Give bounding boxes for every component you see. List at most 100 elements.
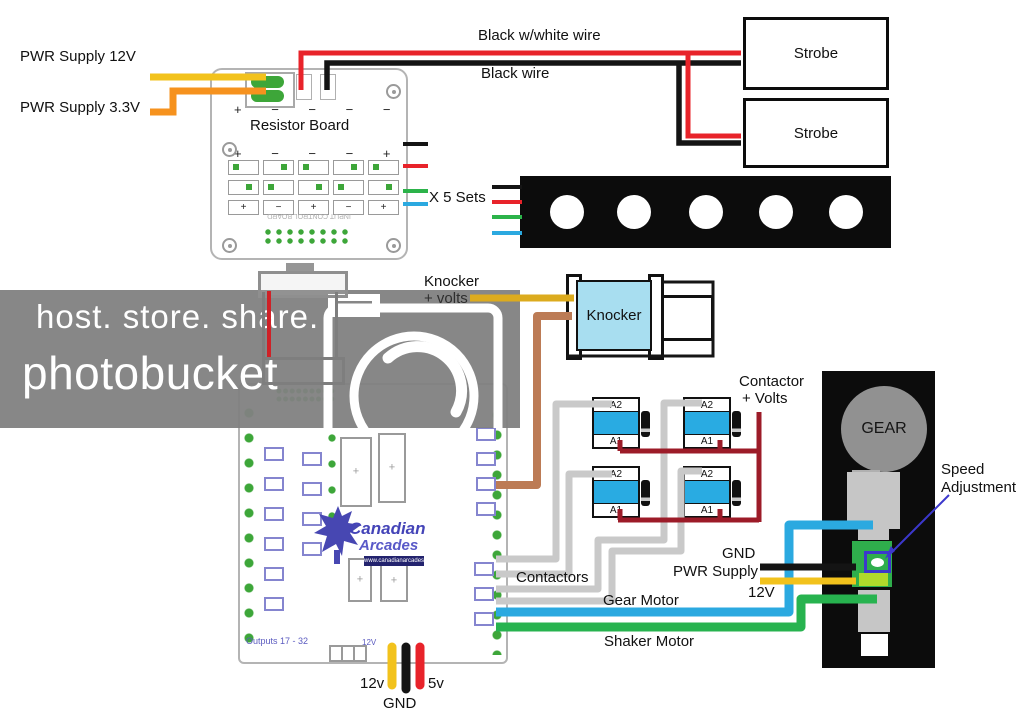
contactor-a1-label: A1 bbox=[594, 435, 638, 447]
led-lamp bbox=[617, 195, 651, 229]
ribbon-side bbox=[335, 292, 338, 358]
resistor-cell bbox=[368, 160, 399, 175]
resistor-cell bbox=[298, 180, 329, 195]
logo-text-line2: Arcades bbox=[359, 537, 419, 554]
led-strip bbox=[520, 176, 891, 248]
screw-hole-icon bbox=[222, 238, 237, 253]
contactor-a2-label: A2 bbox=[594, 399, 638, 411]
resistor-cell bbox=[228, 160, 259, 175]
watermark-brand: photobucket bbox=[22, 347, 279, 399]
knocker-volts-label-line2: + volts bbox=[424, 290, 468, 307]
ic-chip bbox=[340, 437, 372, 507]
ribbon-side bbox=[262, 292, 265, 358]
knocker-label: Knocker bbox=[586, 307, 642, 324]
pwr-pad bbox=[320, 74, 336, 100]
bottom-12v-label: 12v bbox=[360, 675, 385, 692]
resistor-cell: + bbox=[228, 200, 259, 215]
motor-foot bbox=[861, 634, 888, 656]
diode bbox=[641, 480, 650, 506]
x5-sets-label: X 5 Sets bbox=[429, 189, 486, 206]
pwr-pad bbox=[296, 74, 312, 100]
knocker-plunger bbox=[658, 295, 714, 341]
polarity-row-2: + − − − + bbox=[234, 146, 391, 161]
smd-component bbox=[264, 597, 284, 611]
logo-url: www.canadianarcades.com bbox=[364, 556, 438, 566]
screw-hole-icon bbox=[386, 238, 401, 253]
diode bbox=[641, 411, 650, 437]
wire-shaker-motor bbox=[496, 594, 877, 632]
knocker-volts-label-line1: Knocker bbox=[424, 273, 480, 290]
contactor-a1-label: A1 bbox=[594, 504, 638, 516]
resistor-cell: + bbox=[298, 200, 329, 215]
photobucket-watermark: host. store. share. photobucket bbox=[0, 290, 520, 428]
smd-component bbox=[474, 587, 494, 601]
contactor-3: A2 A1 bbox=[592, 466, 640, 518]
smd-component bbox=[264, 567, 284, 581]
resistor-cell: − bbox=[333, 200, 364, 215]
motor-assembly: GEAR bbox=[822, 371, 935, 668]
resistor-cell bbox=[333, 160, 364, 175]
board-12v-label: 12V bbox=[362, 638, 377, 647]
resistor-cell: − bbox=[263, 200, 294, 215]
contactors-label: Contactors bbox=[516, 569, 589, 586]
contactor-2: A2 A1 bbox=[683, 397, 731, 449]
controller-terminal bbox=[859, 573, 888, 586]
terminal-pin bbox=[251, 90, 284, 102]
resistor-cell bbox=[263, 180, 294, 195]
watermark-tagline: host. store. share. bbox=[36, 298, 320, 335]
contactor-a2-label: A2 bbox=[594, 468, 638, 480]
polarity-row-1: + − − − − bbox=[234, 102, 391, 117]
gnd-label: GND bbox=[722, 545, 756, 562]
bottom-gnd-label: GND bbox=[383, 695, 417, 712]
resistor-cell bbox=[228, 180, 259, 195]
motor-lower-body bbox=[858, 590, 890, 632]
led-lamp bbox=[550, 195, 584, 229]
header-pin-grid bbox=[264, 228, 352, 246]
contactor-volts-label-line2: + Volts bbox=[742, 390, 788, 407]
resistor-board: + − − − − Resistor Board + − − − + + − +… bbox=[210, 68, 408, 260]
screw-hole-icon bbox=[386, 84, 401, 99]
speed-pot-dial bbox=[864, 551, 891, 573]
contactor-4: A2 A1 bbox=[683, 466, 731, 518]
smd-component bbox=[264, 537, 284, 551]
strobe-label: Strobe bbox=[793, 124, 839, 142]
logo-text-line1: Canadian bbox=[349, 519, 426, 538]
wire-strobe2-red bbox=[685, 53, 741, 139]
strobe-box-1: Strobe bbox=[743, 17, 889, 90]
screw-hole-icon bbox=[222, 142, 237, 157]
led-lamp bbox=[829, 195, 863, 229]
smd-component bbox=[476, 477, 496, 491]
gear-label: GEAR bbox=[861, 420, 907, 437]
pwr-supply-3v3-label: PWR Supply 3.3V bbox=[20, 99, 141, 116]
contactor-a1-label: A1 bbox=[685, 504, 729, 516]
smd-component bbox=[264, 477, 284, 491]
smd-component bbox=[302, 452, 322, 466]
resistor-cell: + bbox=[368, 200, 399, 215]
smd-component bbox=[476, 427, 496, 441]
smd-component bbox=[264, 507, 284, 521]
ribbon-socket bbox=[262, 357, 345, 385]
page-title-resistor: Resistor Board bbox=[250, 117, 350, 134]
board-silkscreen-text: INPUT CONTROL BOARD bbox=[267, 212, 351, 219]
resistor-cell bbox=[333, 180, 364, 195]
pwr-supply-12v-label: PWR Supply 12V bbox=[20, 48, 136, 65]
wire-strobe2-black bbox=[676, 63, 741, 146]
led-lamp bbox=[759, 195, 793, 229]
contactor-coil bbox=[594, 480, 638, 504]
black-wire-label: Black wire bbox=[481, 65, 550, 82]
maple-leaf-icon bbox=[314, 506, 361, 564]
contactor-coil bbox=[685, 411, 729, 435]
ic-chip bbox=[380, 560, 408, 602]
smd-component bbox=[302, 542, 322, 556]
ribbon-plug bbox=[258, 271, 348, 298]
terminal-pin bbox=[251, 76, 284, 88]
contactor-a2-label: A2 bbox=[685, 468, 729, 480]
pwr-supply-label: PWR Supply bbox=[673, 563, 759, 580]
camera-icon bbox=[316, 294, 518, 428]
smd-component bbox=[474, 612, 494, 626]
resistor-array: + − + − + bbox=[228, 160, 403, 215]
contactor-a2-label: A2 bbox=[685, 399, 729, 411]
contactor-coil bbox=[594, 411, 638, 435]
resistor-cell bbox=[263, 160, 294, 175]
